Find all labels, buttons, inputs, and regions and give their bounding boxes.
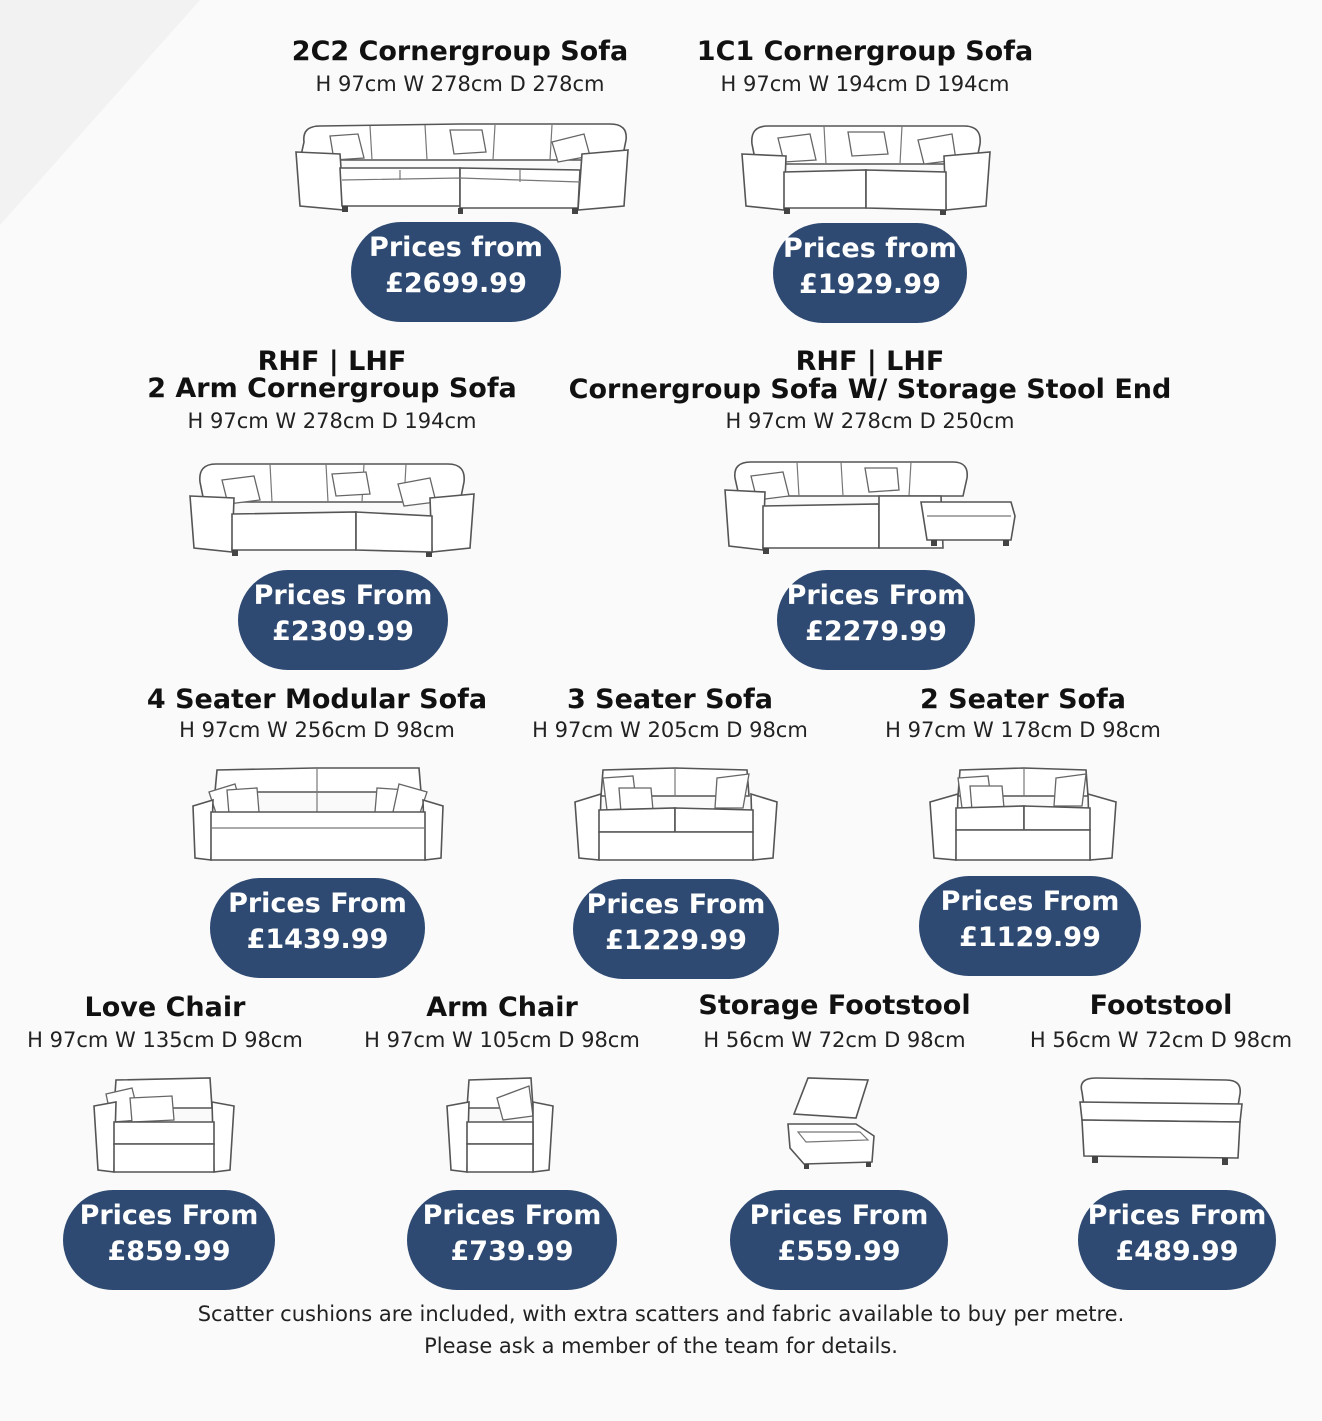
background-shape bbox=[0, 0, 200, 225]
storage-footstool-icon bbox=[784, 1074, 880, 1174]
product-name: Cornergroup Sofa W/ Storage Stool End bbox=[568, 374, 1172, 405]
footnote-line-1: Scatter cushions are included, with extr… bbox=[197, 1302, 1125, 1326]
product-storage-footstool: Storage Footstool H 56cm W 72cm D 98cm P… bbox=[672, 992, 997, 1292]
product-footstool: Footstool H 56cm W 72cm D 98cm Prices Fr… bbox=[1002, 992, 1320, 1292]
price-value: £739.99 bbox=[450, 1236, 574, 1267]
price-badge: Prices From £1129.99 bbox=[919, 876, 1141, 976]
price-value: £2279.99 bbox=[805, 616, 947, 647]
price-badge: Prices From £739.99 bbox=[407, 1190, 617, 1290]
price-label: Prices From bbox=[253, 580, 433, 611]
product-name: 2 Seater Sofa bbox=[919, 684, 1127, 715]
price-label: Prices from bbox=[369, 232, 543, 263]
two-seater-sofa-icon bbox=[928, 766, 1118, 866]
product-name: 4 Seater Modular Sofa bbox=[146, 684, 488, 715]
product-dimensions: H 97cm W 278cm D 194cm bbox=[187, 409, 477, 433]
product-dimensions: H 97cm W 105cm D 98cm bbox=[364, 1028, 640, 1052]
product-name: 2 Arm Cornergroup Sofa bbox=[147, 373, 517, 404]
product-dimensions: H 97cm W 135cm D 98cm bbox=[27, 1028, 303, 1052]
price-badge: Prices From £1439.99 bbox=[210, 878, 425, 978]
four-seater-sofa-icon bbox=[191, 766, 445, 866]
product-name: 1C1 Cornergroup Sofa bbox=[696, 36, 1034, 67]
price-label: Prices From bbox=[228, 888, 407, 919]
price-badge: Prices From £1229.99 bbox=[573, 879, 779, 979]
product-dimensions: H 97cm W 278cm D 250cm bbox=[725, 409, 1015, 433]
small-corner-sofa-icon bbox=[738, 120, 994, 216]
product-dimensions: H 97cm W 178cm D 98cm bbox=[885, 718, 1161, 742]
product-love-chair: Love Chair H 97cm W 135cm D 98cm Prices … bbox=[0, 992, 330, 1292]
product-dimensions: H 97cm W 205cm D 98cm bbox=[532, 718, 808, 742]
price-label: Prices From bbox=[940, 886, 1120, 917]
arm-chair-icon bbox=[445, 1076, 555, 1176]
price-badge: Prices From £559.99 bbox=[730, 1190, 948, 1290]
love-chair-icon bbox=[92, 1076, 236, 1176]
price-label: Prices From bbox=[749, 1200, 929, 1231]
two-arm-corner-sofa-icon bbox=[186, 458, 478, 558]
product-2-arm-cornergroup-sofa: RHF | LHF 2 Arm Cornergroup Sofa H 97cm … bbox=[112, 348, 552, 678]
product-2c2-cornergroup-sofa: 2C2 Cornergroup Sofa H 97cm W 278cm D 27… bbox=[240, 36, 680, 326]
price-badge: Prices from £2699.99 bbox=[351, 222, 561, 322]
product-handing: RHF | LHF bbox=[257, 346, 407, 377]
price-value: £2699.99 bbox=[385, 268, 527, 299]
corner-sofa-stool-end-icon bbox=[721, 456, 1019, 556]
product-dimensions: H 56cm W 72cm D 98cm bbox=[1029, 1028, 1293, 1052]
product-dimensions: H 56cm W 72cm D 98cm bbox=[703, 1028, 966, 1052]
product-dimensions: H 97cm W 278cm D 278cm bbox=[315, 72, 605, 96]
product-3-seater-sofa: 3 Seater Sofa H 97cm W 205cm D 98cm Pric… bbox=[505, 684, 835, 984]
price-value: £1229.99 bbox=[605, 925, 747, 956]
price-value: £2309.99 bbox=[272, 616, 414, 647]
price-label: Prices From bbox=[1087, 1200, 1267, 1231]
product-cornergroup-sofa-storage-stool-end: RHF | LHF Cornergroup Sofa W/ Storage St… bbox=[555, 348, 1185, 678]
price-value: £1439.99 bbox=[246, 924, 389, 955]
price-badge: Prices From £489.99 bbox=[1078, 1190, 1276, 1290]
product-1c1-cornergroup-sofa: 1C1 Cornergroup Sofa H 97cm W 194cm D 19… bbox=[650, 36, 1080, 326]
product-name: Footstool bbox=[1089, 990, 1233, 1021]
product-handing: RHF | LHF bbox=[795, 346, 945, 377]
price-label: Prices From bbox=[786, 580, 966, 611]
product-name: Storage Footstool bbox=[698, 990, 971, 1021]
product-2-seater-sofa: 2 Seater Sofa H 97cm W 178cm D 98cm Pric… bbox=[858, 684, 1188, 984]
price-badge: Prices From £2279.99 bbox=[777, 570, 975, 670]
price-label: Prices From bbox=[79, 1200, 259, 1231]
price-label: Prices From bbox=[586, 889, 766, 920]
product-name: Love Chair bbox=[84, 992, 246, 1023]
product-name: Arm Chair bbox=[426, 992, 578, 1023]
price-badge: Prices From £2309.99 bbox=[238, 570, 448, 670]
price-value: £489.99 bbox=[1115, 1236, 1239, 1267]
price-value: £559.99 bbox=[777, 1236, 901, 1267]
product-name: 3 Seater Sofa bbox=[566, 684, 774, 715]
price-label: Prices from bbox=[783, 233, 957, 264]
product-dimensions: H 97cm W 194cm D 194cm bbox=[720, 72, 1010, 96]
corner-sofa-icon bbox=[290, 120, 632, 216]
price-value: £1129.99 bbox=[959, 922, 1101, 953]
price-badge: Prices from £1929.99 bbox=[773, 223, 967, 323]
product-dimensions: H 97cm W 256cm D 98cm bbox=[179, 718, 455, 742]
three-seater-sofa-icon bbox=[573, 766, 779, 866]
product-name: 2C2 Cornergroup Sofa bbox=[291, 36, 629, 67]
price-value: £1929.99 bbox=[799, 269, 941, 300]
footstool-icon bbox=[1074, 1076, 1248, 1172]
price-label: Prices From bbox=[422, 1200, 602, 1231]
product-arm-chair: Arm Chair H 97cm W 105cm D 98cm Prices F… bbox=[337, 992, 667, 1292]
price-value: £859.99 bbox=[107, 1236, 231, 1267]
footnote-line-2: Please ask a member of the team for deta… bbox=[424, 1334, 898, 1358]
product-4-seater-modular-sofa: 4 Seater Modular Sofa H 97cm W 256cm D 9… bbox=[137, 684, 497, 984]
price-badge: Prices From £859.99 bbox=[63, 1190, 275, 1290]
